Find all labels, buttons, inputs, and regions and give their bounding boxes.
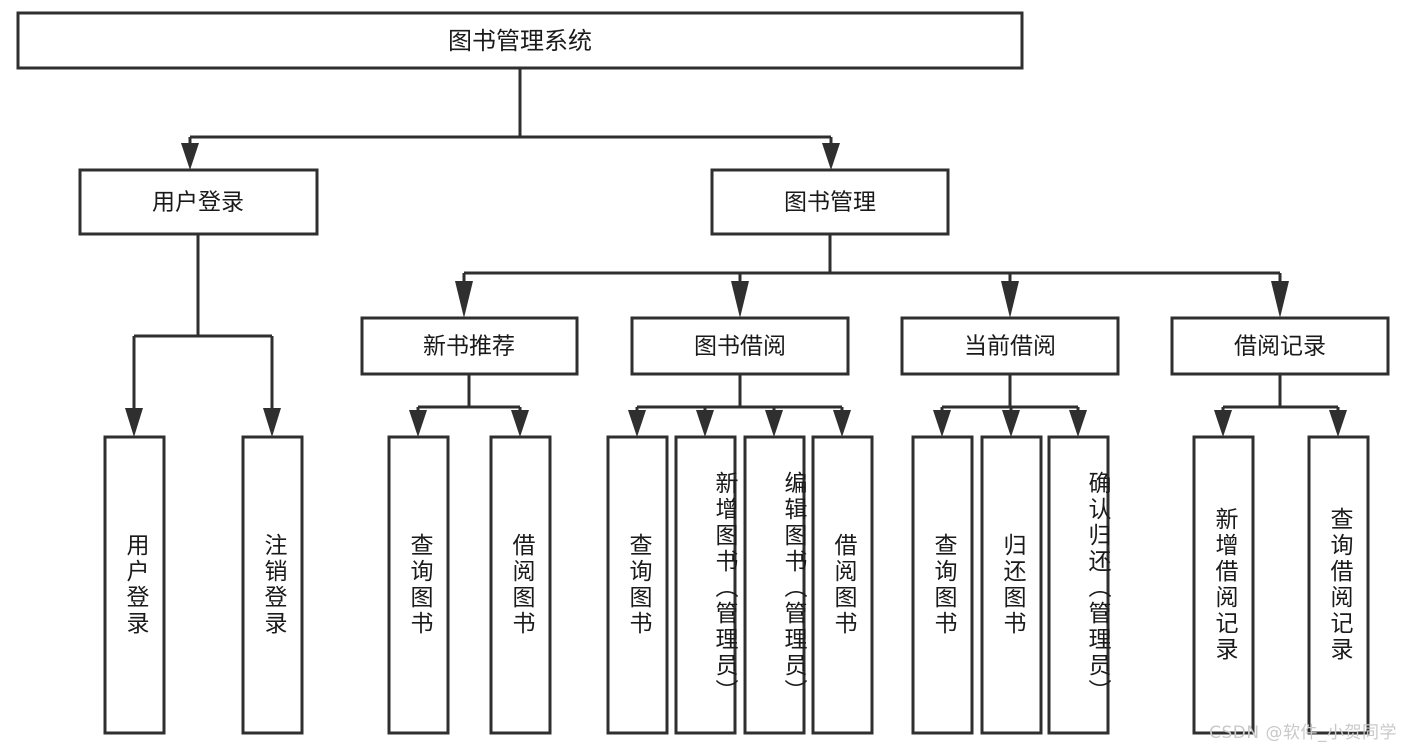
arrow-book-mgmt-to-new-book	[455, 281, 473, 318]
arrow-borrow-record-leaf-2	[1329, 410, 1347, 437]
node-new-book-recommend-label: 新书推荐	[423, 334, 515, 360]
node-root-label: 图书管理系统	[448, 27, 592, 55]
arrow-borrow-record-leaf-1	[1214, 410, 1232, 437]
node-book-management[interactable]: 图书管理	[710, 168, 950, 236]
leaf-book-borrow-2[interactable]	[674, 435, 737, 735]
node-user-login-box[interactable]	[78, 168, 319, 236]
leaf-book-borrow-1-box[interactable]	[606, 435, 669, 735]
leaf-book-borrow-4-box[interactable]	[811, 435, 874, 735]
csdn-watermark: CSDN @软件_小贺同学	[1209, 723, 1397, 743]
leaf-user-login-2[interactable]	[241, 435, 304, 735]
arrow-new-book-leaf-1	[409, 410, 427, 437]
node-book-management-label: 图书管理	[784, 190, 876, 216]
arrow-current-borrow-leaf-1	[933, 410, 951, 437]
arrow-new-book-leaf-2	[511, 410, 529, 437]
leaf-new-book-1-box[interactable]	[387, 435, 450, 735]
leaf-current-borrow-1-box[interactable]	[911, 435, 974, 735]
node-new-book-recommend-box[interactable]	[360, 316, 579, 376]
node-root-box[interactable]	[16, 11, 1024, 70]
node-book-management-box[interactable]	[710, 168, 950, 236]
node-current-borrow[interactable]: 当前借阅	[900, 316, 1120, 376]
leaf-current-borrow-2[interactable]	[980, 435, 1043, 735]
arrow-root-to-book-mgmt	[822, 143, 840, 170]
arrow-book-borrow-leaf-1	[628, 410, 646, 437]
leaf-book-borrow-2-box[interactable]	[674, 435, 737, 735]
leaf-book-borrow-3-box[interactable]	[743, 435, 806, 735]
arrow-current-borrow-leaf-2	[1002, 410, 1020, 437]
arrow-book-borrow-leaf-4	[833, 410, 851, 437]
node-borrow-record-box[interactable]	[1170, 316, 1390, 376]
leaf-book-borrow-4[interactable]	[811, 435, 874, 735]
arrow-book-mgmt-to-borrow	[731, 281, 749, 318]
arrow-book-borrow-leaf-3	[765, 410, 783, 437]
leaf-book-borrow-3[interactable]	[743, 435, 806, 735]
node-book-borrow-label: 图书借阅	[694, 334, 786, 360]
arrow-root-to-user-login	[181, 143, 199, 170]
arrow-book-borrow-leaf-2	[696, 410, 714, 437]
arrow-book-mgmt-to-record	[1271, 281, 1289, 318]
leaf-new-book-1[interactable]	[387, 435, 450, 735]
leaf-user-login-1[interactable]	[103, 435, 166, 735]
node-borrow-record-label: 借阅记录	[1234, 334, 1326, 360]
arrow-user-login-leaf-2	[263, 408, 281, 437]
node-borrow-record[interactable]: 借阅记录	[1170, 316, 1390, 376]
leaf-borrow-record-2-box[interactable]	[1307, 435, 1370, 735]
edge-layer	[125, 68, 1347, 437]
leaf-current-borrow-1[interactable]	[911, 435, 974, 735]
arrow-user-login-leaf-1	[125, 408, 143, 437]
leaf-book-borrow-1[interactable]	[606, 435, 669, 735]
arrow-current-borrow-leaf-3	[1069, 410, 1087, 437]
leaf-user-login-1-box[interactable]	[103, 435, 166, 735]
node-book-borrow[interactable]: 图书借阅	[630, 316, 850, 376]
node-current-borrow-label: 当前借阅	[964, 334, 1056, 360]
node-user-login-label: 用户登录	[152, 190, 244, 216]
leaf-borrow-record-1[interactable]	[1192, 435, 1255, 735]
leaf-borrow-record-2[interactable]	[1307, 435, 1370, 735]
leaf-current-borrow-2-box[interactable]	[980, 435, 1043, 735]
leaf-borrow-record-1-box[interactable]	[1192, 435, 1255, 735]
arrow-book-mgmt-to-current	[1001, 281, 1019, 318]
leaf-current-borrow-3[interactable]	[1047, 435, 1110, 735]
leaf-new-book-2[interactable]	[489, 435, 552, 735]
node-new-book-recommend[interactable]: 新书推荐	[360, 316, 579, 376]
node-root[interactable]: 图书管理系统	[16, 11, 1024, 70]
node-current-borrow-box[interactable]	[900, 316, 1120, 376]
node-book-borrow-box[interactable]	[630, 316, 850, 376]
leaf-new-book-2-box[interactable]	[489, 435, 552, 735]
leaf-current-borrow-3-box[interactable]	[1047, 435, 1110, 735]
node-user-login[interactable]: 用户登录	[78, 168, 319, 236]
leaf-user-login-2-box[interactable]	[241, 435, 304, 735]
